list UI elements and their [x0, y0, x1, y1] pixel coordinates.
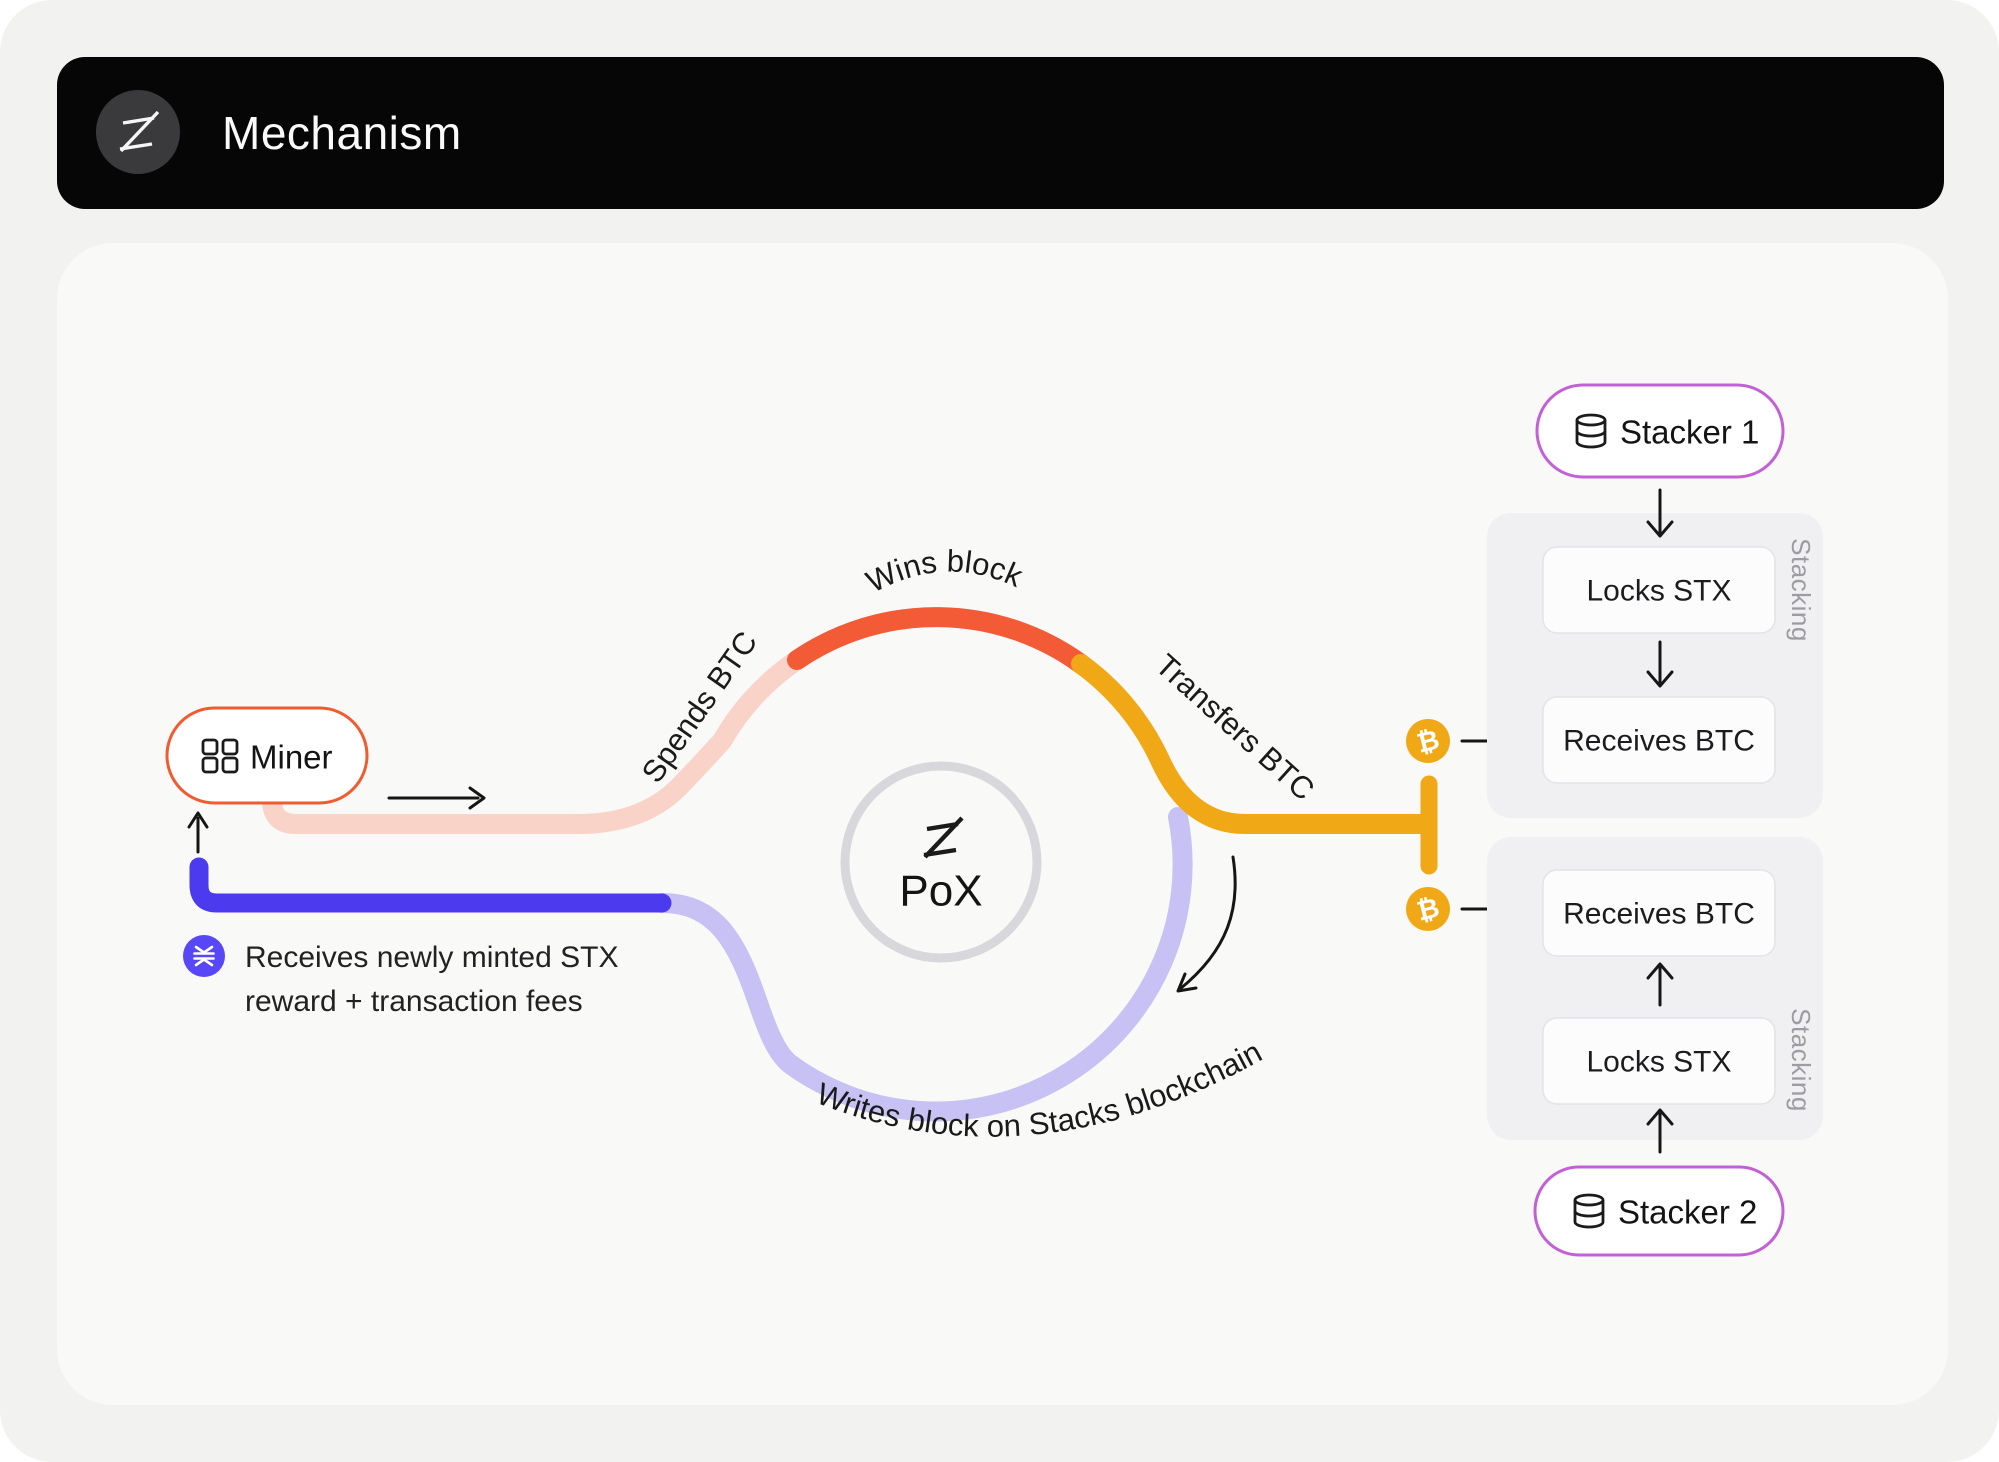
- stacking-group-1: Locks STX Receives BTC Stacking: [1487, 513, 1823, 818]
- arrow-locks-to-receives-1: [1646, 640, 1674, 688]
- reward-note-line2: reward + transaction fees: [245, 985, 583, 1018]
- btc-coin-top: ₿: [1406, 719, 1450, 763]
- stacker-1-database-icon: [1575, 413, 1607, 449]
- receives-btc-box-2: Receives BTC: [1563, 898, 1755, 931]
- stacking-group-1-label: Stacking: [1786, 538, 1816, 642]
- spends-btc-flow-line: [262, 650, 807, 834]
- wins-block-label: Wins block: [861, 543, 1028, 599]
- stacking-group-2-label: Stacking: [1786, 1008, 1816, 1112]
- pox-center-circle: [840, 761, 1042, 963]
- stacker-2-database-icon: [1573, 1193, 1605, 1229]
- stacking-group-2: Receives BTC Locks STX Stacking: [1487, 837, 1823, 1140]
- wins-block-arc: [787, 607, 1091, 674]
- arrow-stacker2-to-group: [1646, 1108, 1674, 1154]
- receives-btc-box-1: Receives BTC: [1563, 725, 1755, 758]
- arrow-locks-to-receives-2: [1646, 962, 1674, 1007]
- stacker-2-label: Stacker 2: [1618, 1194, 1757, 1231]
- stacks-logo-icon: [96, 90, 180, 174]
- stacker-2-node: Stacker 2: [1533, 1165, 1785, 1257]
- flow-direction-arrow: [1176, 855, 1237, 993]
- stx-reward-flow-line: [189, 857, 672, 913]
- stacks-logo-center-icon: [923, 816, 964, 859]
- miner-out-arrow: [387, 786, 486, 810]
- pox-label: PoX: [899, 867, 982, 916]
- stacker-1-label: Stacker 1: [1620, 414, 1759, 451]
- arrow-stacker1-to-group: [1646, 488, 1674, 538]
- miner-grid-icon: [201, 738, 239, 774]
- locks-stx-box-1: Locks STX: [1586, 575, 1731, 608]
- btc-coin-bottom: ₿: [1406, 887, 1450, 931]
- stacker-1-node: Stacker 1: [1535, 383, 1785, 479]
- locks-stx-box-2: Locks STX: [1586, 1046, 1731, 1079]
- writes-block-flow-line: [652, 807, 1193, 1122]
- miner-reward-arrow: [187, 811, 209, 854]
- miner-node: Miner: [165, 706, 369, 805]
- reward-note-line1: Receives newly minted STX: [245, 941, 618, 974]
- transfers-btc-flow-line: [1071, 654, 1434, 834]
- stx-reward-note: Receives newly minted STX reward + trans…: [183, 935, 618, 1018]
- miner-label: Miner: [250, 739, 333, 776]
- stx-coin-icon: [183, 935, 225, 977]
- title-bar: Mechanism: [57, 57, 1944, 209]
- page-title: Mechanism: [222, 107, 462, 159]
